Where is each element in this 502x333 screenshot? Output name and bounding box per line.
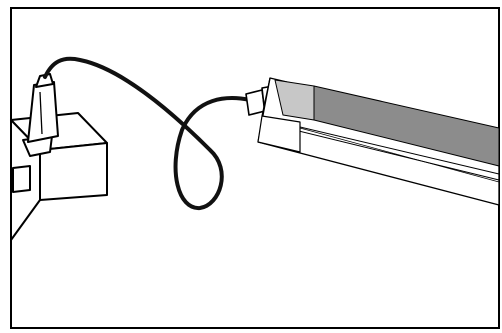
- power-cable: [43, 56, 252, 210]
- tube-channel-line-2: [261, 121, 500, 181]
- tube-end-cap: [274, 79, 315, 121]
- led-tube-light: [257, 77, 500, 206]
- plug: [22, 73, 59, 157]
- plug-body-edge: [39, 91, 43, 135]
- tube-channel-line-1: [261, 117, 500, 175]
- plug-body: [27, 81, 59, 143]
- tube-channel-line-3: [299, 127, 500, 183]
- tube-end-edge: [261, 77, 271, 117]
- socket-recess: [12, 165, 31, 193]
